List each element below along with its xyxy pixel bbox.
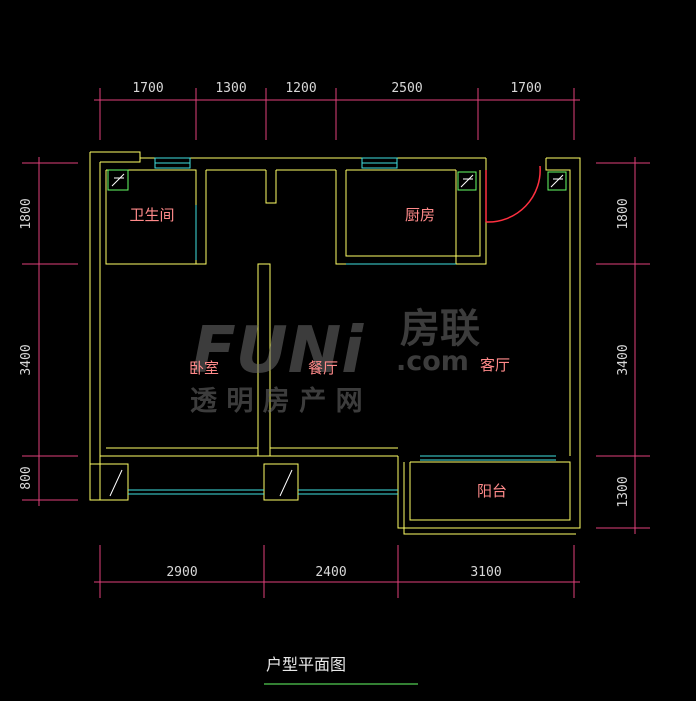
room-balcony: 阳台 — [477, 482, 507, 500]
dim-left-2: 3400 — [19, 344, 34, 375]
dim-bottom-2: 2400 — [315, 565, 346, 580]
room-kitchen: 厨房 — [405, 206, 435, 224]
dimension-lines — [22, 88, 650, 598]
dim-right-1: 1800 — [616, 198, 631, 229]
walls — [89, 151, 581, 535]
dim-bottom-3: 3100 — [470, 565, 501, 580]
dim-right-2: 3400 — [616, 344, 631, 375]
room-living: 客厅 — [480, 356, 510, 374]
watermark-domain: .com — [396, 346, 469, 377]
watermark-brand: 房联 — [400, 306, 480, 352]
watermark-logo: FUNi — [192, 314, 364, 388]
watermark: FUNi 房联 .com 透 明 房 产 网 — [190, 306, 480, 417]
dim-right-3: 1300 — [616, 476, 631, 507]
plan-title: 户型平面图 — [266, 655, 346, 674]
dim-top-3: 1200 — [285, 81, 316, 96]
fixtures — [107, 169, 567, 191]
room-bedroom: 卧室 — [189, 359, 219, 377]
watermark-subtitle: 透 明 房 产 网 — [190, 386, 363, 417]
dim-top-1: 1700 — [132, 81, 163, 96]
dim-top-5: 1700 — [510, 81, 541, 96]
windows — [128, 157, 556, 495]
dim-left-3: 800 — [19, 466, 34, 489]
fixture-marks — [109, 173, 564, 497]
room-dining: 餐厅 — [308, 359, 338, 377]
dim-bottom-1: 2900 — [166, 565, 197, 580]
dimension-labels: 1700 1300 1200 2500 1700 2900 2400 3100 … — [19, 81, 631, 580]
dim-top-4: 2500 — [391, 81, 422, 96]
room-labels: 卫生间 厨房 卧室 餐厅 客厅 阳台 — [129, 206, 510, 500]
entry-door — [485, 165, 541, 223]
room-bathroom: 卫生间 — [129, 206, 174, 224]
dim-top-2: 1300 — [215, 81, 246, 96]
dim-left-1: 1800 — [19, 198, 34, 229]
